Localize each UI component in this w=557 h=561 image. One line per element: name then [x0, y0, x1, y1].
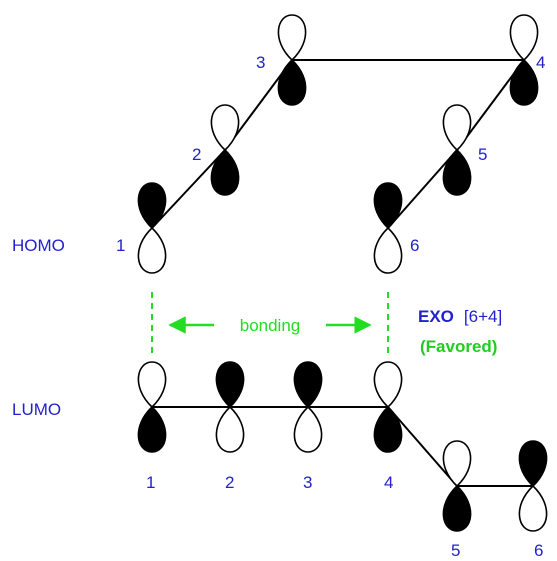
homo-orbital-2-bottom-lobe [210, 148, 240, 196]
homo-orbital-1-top-lobe [137, 182, 167, 230]
lumo-atom-number: 2 [225, 473, 234, 492]
homo-orbital-2 [210, 104, 240, 196]
homo-orbital-6 [373, 182, 403, 274]
p-orbital-lobes [137, 14, 548, 532]
lumo-orbital-4 [373, 361, 403, 453]
homo-bond [387, 149, 458, 229]
lumo-orbital-6-top-lobe [518, 440, 548, 488]
homo-orbital-6-top-lobe [373, 182, 403, 230]
lumo-atom-number: 1 [146, 473, 155, 492]
exo-bold: EXO [418, 307, 454, 326]
lumo-orbital-5 [442, 440, 472, 532]
homo-orbital-5-top-lobe [442, 104, 472, 152]
homo-label: HOMO [12, 236, 65, 255]
homo-atom-number: 5 [478, 145, 487, 164]
lumo-atom-number: 6 [534, 541, 543, 560]
homo-orbital-5-bottom-lobe [442, 148, 472, 196]
bonding-label: bonding [240, 316, 301, 335]
favored-label: (Favored) [420, 337, 497, 356]
exo-annotation: EXO [6+4] [418, 307, 502, 326]
lumo-orbital-5-top-lobe [442, 440, 472, 488]
lumo-atom-number: 4 [384, 473, 393, 492]
homo-orbital-3-top-lobe [277, 14, 307, 62]
lumo-orbital-2-bottom-lobe [215, 405, 245, 453]
homo-orbital-4-bottom-lobe [509, 58, 539, 106]
homo-atom-number: 1 [116, 236, 125, 255]
lumo-atom-number: 3 [303, 473, 312, 492]
lumo-orbital-4-bottom-lobe [373, 405, 403, 453]
atom-numbers: 1 2 3 4 5 6 1 2 3 4 5 6 [116, 53, 545, 560]
homo-atom-number: 3 [256, 53, 265, 72]
lumo-orbital-6 [518, 440, 548, 532]
homo-atom-number: 2 [192, 145, 201, 164]
homo-orbital-3-bottom-lobe [277, 58, 307, 106]
lumo-orbital-3 [293, 361, 323, 453]
bond-lines [151, 59, 533, 487]
homo-orbital-4 [509, 14, 539, 106]
homo-orbital-1-bottom-lobe [137, 226, 167, 274]
lumo-orbital-1-top-lobe [137, 361, 167, 409]
lumo-orbital-5-bottom-lobe [442, 484, 472, 532]
homo-atom-number: 4 [536, 53, 545, 72]
homo-orbital-4-top-lobe [509, 14, 539, 62]
lumo-orbital-4-top-lobe [373, 361, 403, 409]
lumo-orbital-1-bottom-lobe [137, 405, 167, 453]
lumo-orbital-3-top-lobe [293, 361, 323, 409]
homo-orbital-6-bottom-lobe [373, 226, 403, 274]
lumo-orbital-6-bottom-lobe [518, 484, 548, 532]
lumo-orbital-3-bottom-lobe [293, 405, 323, 453]
lumo-label: LUMO [12, 400, 61, 419]
exo-descriptor: [6+4] [464, 307, 502, 326]
lumo-atom-number: 5 [451, 541, 460, 560]
homo-bond [151, 149, 226, 229]
lumo-orbital-1 [137, 361, 167, 453]
homo-orbital-2-top-lobe [210, 104, 240, 152]
homo-atom-number: 6 [410, 236, 419, 255]
lumo-bond [387, 406, 458, 487]
homo-orbital-5 [442, 104, 472, 196]
homo-orbital-1 [137, 182, 167, 274]
homo-orbital-3 [277, 14, 307, 106]
lumo-orbital-2 [215, 361, 245, 453]
lumo-orbital-2-top-lobe [215, 361, 245, 409]
